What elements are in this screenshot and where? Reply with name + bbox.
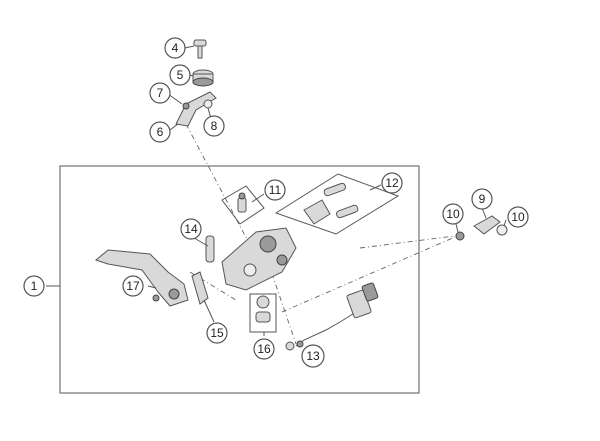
part-box-12 [274,173,400,235]
callout-circle [442,203,464,225]
callout-label: 17 [126,279,140,293]
callout-circle [23,275,45,297]
callout-label: 10 [446,207,460,221]
leader-6 [169,123,179,131]
part-box-16 [249,293,277,333]
leader-14 [193,237,209,247]
callout-14: 14 [180,218,202,240]
part-brake-light-switch [285,282,379,351]
callout-circle [253,338,275,360]
part-brake-lever [94,249,189,307]
callout-circle [381,172,403,194]
leader-10a [455,223,459,233]
callout-11: 11 [264,179,286,201]
callout-1: 1 [23,275,45,297]
part-bracket [175,91,217,127]
callout-circle [169,64,191,86]
callout-label: 13 [306,349,320,363]
callout-circle [301,344,325,368]
callout-label: 12 [385,176,399,190]
callout-circle [122,275,144,297]
leader-12 [369,184,382,191]
part-pin [191,271,209,305]
leader-10b [503,219,507,227]
part-master-cylinder [205,227,297,291]
leader-15 [203,299,215,323]
callout-16: 16 [253,338,275,360]
callout-10: 10 [442,203,464,225]
callout-circle [206,322,228,344]
callout-7: 7 [149,82,171,104]
callout-4: 4 [164,37,186,59]
callout-circle [507,206,529,228]
callout-circle [264,179,286,201]
callout-circle [149,121,171,143]
callout-circle [149,82,171,104]
leader-7 [167,93,183,105]
assembly-line-top [185,123,251,246]
part-banjo-fitting [455,215,508,241]
callout-circle [180,218,202,240]
leader-11 [251,193,265,203]
part-cap [192,69,214,87]
callout-6: 6 [149,121,171,143]
callout-5: 5 [169,64,191,86]
callout-circle [203,115,225,137]
assembly-line-hose [281,236,456,313]
callout-label: 5 [177,68,184,82]
callout-label: 1 [31,279,38,293]
callout-circle [471,188,493,210]
callout-label: 8 [211,119,218,133]
callout-13: 13 [301,344,325,368]
callout-label: 14 [184,222,198,236]
callout-12: 12 [381,172,403,194]
callout-label: 10 [511,210,525,224]
callout-label: 7 [157,86,164,100]
callout-label: 11 [269,183,282,197]
callout-label: 15 [210,326,224,340]
callout-8: 8 [203,115,225,137]
callout-15: 15 [206,322,228,344]
part-screw [193,39,207,59]
callout-label: 4 [172,41,179,55]
callout-label: 6 [157,125,164,139]
leader-9 [481,207,487,219]
leader-17 [147,285,157,289]
assembly-frame [59,165,420,394]
callout-9: 9 [471,188,493,210]
callout-circle [164,37,186,59]
assembly-line-right [359,235,456,249]
callout-label: 9 [479,192,486,206]
leader-4 [184,45,195,49]
callout-label: 16 [257,342,271,356]
callout-17: 17 [122,275,144,297]
callout-10: 10 [507,206,529,228]
part-box-11 [221,185,265,225]
